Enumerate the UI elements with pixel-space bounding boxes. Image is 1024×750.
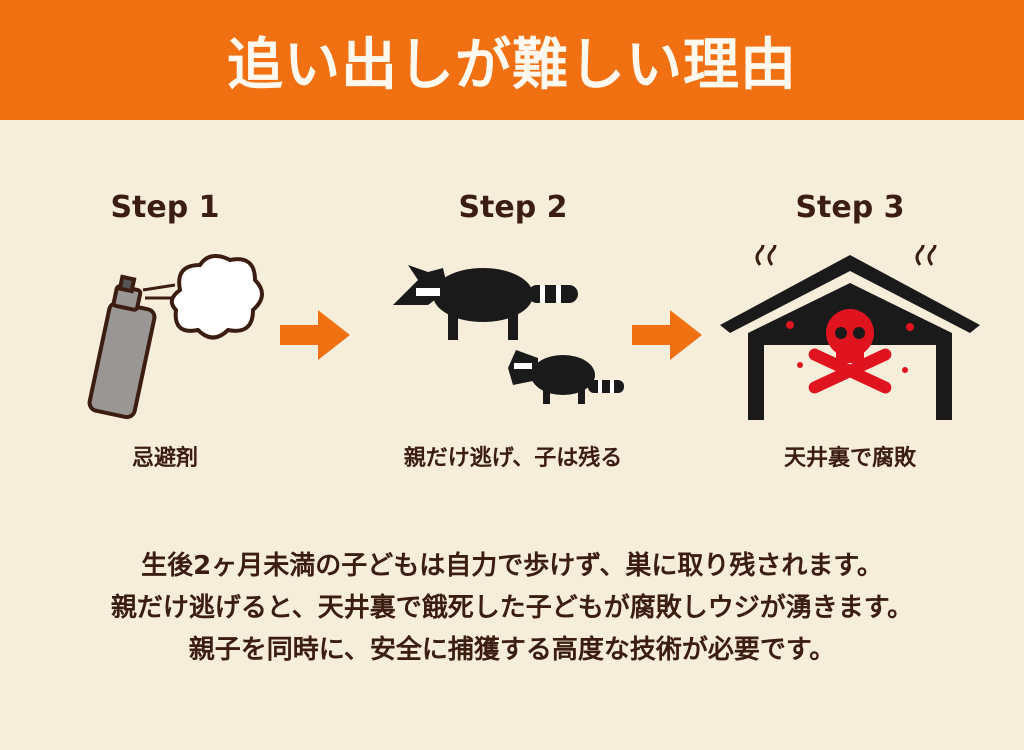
explanation-line: 生後2ヶ月未満の子どもは自力で歩けず、巣に取り残されます。	[141, 551, 883, 581]
step-1: Step 1 忌避剤	[35, 190, 295, 472]
step-caption: 親だけ逃げ、子は残る	[403, 446, 623, 471]
raccoon-icon	[383, 240, 643, 430]
page-title: 追い出しが難しい理由	[227, 32, 797, 98]
step-3: Step 3 天井裏で腐敗	[720, 190, 980, 472]
title-banner: 追い出しが難しい理由	[0, 0, 1024, 120]
arrow-right-icon	[280, 310, 350, 360]
spray-can-icon	[35, 240, 295, 430]
arrow-right-icon	[632, 310, 702, 360]
step-caption: 忌避剤	[131, 446, 198, 471]
house-skull-icon	[720, 240, 980, 430]
step-label: Step 1	[110, 190, 220, 225]
explanation-line: 親だけ逃げると、天井裏で餓死した子どもが腐敗しウジが湧きます。	[110, 593, 914, 623]
step-2: Step 2 親だけ逃げ、子は残る	[383, 190, 643, 472]
step-caption: 天井裏で腐敗	[783, 446, 916, 471]
step-label: Step 3	[795, 190, 905, 225]
explanation-text: 生後2ヶ月未満の子どもは自力で歩けず、巣に取り残されます。 親だけ逃げると、天井…	[0, 545, 1024, 671]
explanation-line: 親子を同時に、安全に捕獲する高度な技術が必要です。	[188, 635, 836, 665]
step-label: Step 2	[458, 190, 568, 225]
